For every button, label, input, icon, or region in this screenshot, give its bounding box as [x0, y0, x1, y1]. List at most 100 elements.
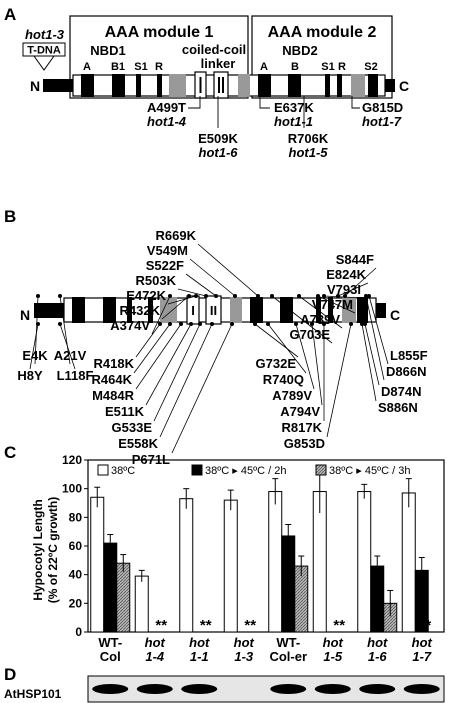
- c-bar: [90, 496, 105, 633]
- module1-title: AAA module 1: [105, 24, 214, 41]
- b-mutation-label: L118F: [57, 368, 94, 383]
- c-significance-marker: **: [200, 617, 212, 634]
- module2-box: [251, 15, 393, 99]
- b-mutation-label: G853D: [284, 436, 325, 451]
- c-significance-marker: *: [425, 617, 431, 634]
- b-c-terminal-domain: [376, 303, 386, 318]
- b-site-dot-up-6: [168, 294, 172, 298]
- b-site-dot-low-12: [310, 322, 314, 326]
- a-motif-s2: [368, 74, 378, 97]
- linker-label: linker: [201, 56, 236, 71]
- b-mutation-label: A794V: [280, 404, 320, 419]
- t-dna-insertion-marker: [33, 55, 55, 71]
- c-xtick-label: Col-er: [269, 649, 307, 664]
- c-bars: *********: [90, 469, 431, 634]
- c-xtick-label: 1-1: [190, 649, 209, 664]
- a-allele-hot1-1: hot1-1: [274, 114, 313, 129]
- b-site-dot-up-11: [322, 294, 326, 298]
- b-mutation-label: R740Q: [263, 372, 304, 387]
- c-bar: [223, 499, 238, 633]
- motif-label-s1: S1: [134, 61, 147, 73]
- a-n-terminal-domain: [43, 79, 73, 92]
- b-site-dot-low-8: [230, 322, 234, 326]
- c-xtick-label: 1-3: [234, 649, 254, 664]
- b-mutation-label: A374V: [110, 318, 150, 333]
- b-leader-low-15: [364, 323, 380, 386]
- b-site-dot-up-15: [367, 294, 371, 298]
- d-band: [314, 684, 351, 694]
- b-site-dot-low-9: [253, 322, 257, 326]
- b-mutation-label: E511K: [105, 404, 145, 419]
- b-leader-up-16: [365, 295, 385, 381]
- b-leader-low-12: [311, 323, 323, 406]
- b-site-dot-up-8: [58, 294, 62, 298]
- a-allele-hot1-5: hot1-5: [289, 145, 329, 160]
- a-n-terminus: N: [30, 78, 40, 94]
- b-site-dot-low-11: [294, 322, 298, 326]
- panel-a: A AAA module 1 AAA module 2 NBD1 coiled-…: [4, 5, 409, 160]
- motif-label-s1-2: S1: [321, 61, 334, 73]
- b-leader-low-9: [254, 323, 299, 358]
- b-mutation-label: G732E: [256, 356, 297, 371]
- c-bar: [268, 491, 283, 633]
- c-xtick-label: hot: [367, 635, 388, 650]
- motif-label-b1: B1: [111, 61, 125, 73]
- c-legend-label: 38ºC ▸ 45ºC / 3h: [329, 465, 410, 477]
- b-leader-low-16: [361, 323, 377, 402]
- c-ylabel-line1: Hypocotyl Length: [31, 499, 45, 600]
- b-mutation-label: A21V: [54, 348, 87, 363]
- b-mutation-label: R432K: [120, 303, 161, 318]
- b-site-dot-up-16: [364, 294, 368, 298]
- t-dna-label: T-DNA: [27, 45, 61, 57]
- b-mutation-label: M484R: [92, 388, 135, 403]
- b-mutation-label: D866N: [386, 364, 426, 379]
- nbd1-label: NBD1: [90, 43, 125, 58]
- b-leader-low-8: [171, 323, 233, 454]
- c-bar: [116, 562, 131, 633]
- d-band: [136, 684, 173, 694]
- c-significance-marker: **: [333, 617, 345, 634]
- a-motif-grey2: [238, 74, 250, 97]
- b-leader-low-4: [135, 323, 182, 390]
- a-mut-e509k: E509K: [198, 131, 238, 146]
- b-mutation-label: V793I: [327, 282, 361, 297]
- a-motif-s1: [136, 74, 141, 97]
- a-allele-hot1-6: hot1-6: [199, 145, 239, 160]
- b-mutation-label: E472K: [126, 288, 166, 303]
- b-site-dot-up-13: [297, 294, 301, 298]
- b-leader-low-0: [29, 323, 39, 370]
- motif-label-a2: A: [260, 61, 268, 73]
- motif-label-r2: R: [338, 61, 346, 73]
- c-bar: [179, 498, 194, 633]
- b-site-dot-low-13: [322, 322, 326, 326]
- module2-title: AAA module 2: [268, 24, 377, 41]
- c-xtick-label: Col: [100, 649, 121, 664]
- d-band: [92, 684, 129, 694]
- b-mutation-label: L855F: [390, 348, 428, 363]
- c-xtick-label: 1-6: [368, 649, 388, 664]
- b-site-dot-low-1: [58, 322, 62, 326]
- a-mut-r706k: R706K: [288, 131, 329, 146]
- c-xtick-label: hot: [412, 635, 433, 650]
- b-leader-low-6: [153, 323, 201, 422]
- b-mutation-label: H8Y: [17, 368, 43, 383]
- b-mutation-label: E824K: [326, 267, 366, 282]
- motif-label-r1: R: [155, 61, 163, 73]
- b-leader-up-6: [151, 295, 171, 335]
- b-leader-low-1: [59, 323, 76, 370]
- b-n-terminal-domain: [34, 303, 64, 318]
- b-leader-low-3: [133, 323, 171, 374]
- b-mutation-label: E558K: [118, 436, 158, 451]
- b-mutation-label: E4K: [22, 348, 48, 363]
- c-ytick-label: 60: [69, 539, 83, 553]
- panel-d-label: D: [4, 665, 16, 684]
- b-leader-low-2: [135, 323, 161, 358]
- a-allele-hot1-7: hot1-7: [362, 114, 402, 129]
- b-mutation-label: R817K: [282, 420, 323, 435]
- b-site-dot-low-5: [189, 322, 193, 326]
- b-mutation-label: D874N: [381, 384, 421, 399]
- c-xtick-label: hot: [189, 635, 210, 650]
- a-mut-g815d: G815D: [362, 100, 403, 115]
- motif-label-b2: B: [291, 61, 299, 73]
